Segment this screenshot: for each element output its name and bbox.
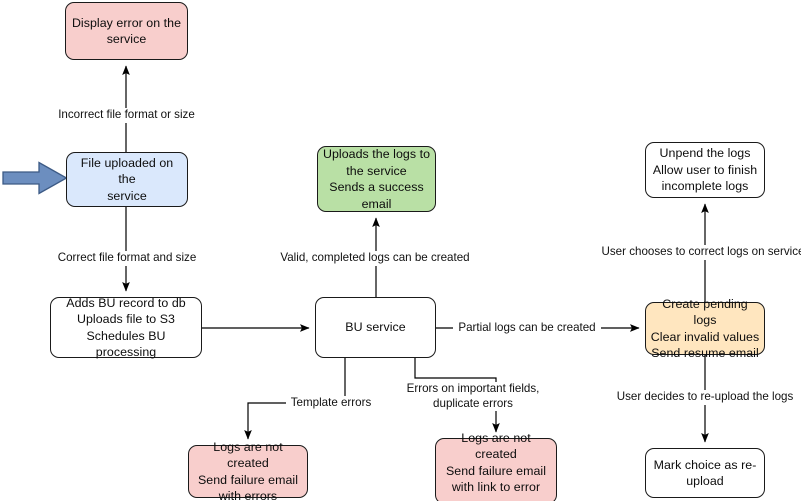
edge-label-correct-file-format: Correct file format and size: [46, 251, 208, 266]
node-bu-service[interactable]: BU service: [315, 297, 436, 358]
node-uploads-logs-success[interactable]: Uploads the logs to the service Sends a …: [317, 146, 436, 212]
node-unpend-logs[interactable]: Unpend the logs Allow user to finish inc…: [645, 142, 765, 198]
node-logs-not-created-with-errors[interactable]: Logs are not created Send failure email …: [188, 440, 308, 501]
node-display-error[interactable]: Display error on the service: [65, 2, 188, 60]
edge-label-partial-logs: Partial logs can be created: [453, 321, 601, 336]
edge-label-errors-important-fields: Errors on important fields, duplicate er…: [391, 382, 555, 411]
node-file-uploaded-on-service[interactable]: File uploaded on the service: [66, 152, 188, 207]
node-logs-not-created-error-summary[interactable]: Logs are not created Send failure email …: [435, 431, 557, 501]
entry-arrow-icon: [2, 161, 68, 195]
edge-label-template-errors: Template errors: [286, 396, 376, 411]
edge-label-valid-completed-logs: Valid, completed logs can be created: [268, 251, 482, 266]
node-create-pending-logs[interactable]: Create pending logs Clear invalid values…: [645, 297, 765, 360]
edge-label-incorrect-file-format: Incorrect file format or size: [44, 108, 209, 123]
edge-label-user-corrects-logs: User chooses to correct logs on service: [592, 245, 801, 260]
node-mark-choice-reupload[interactable]: Mark choice as re- upload: [645, 448, 765, 498]
node-adds-bu-record[interactable]: Adds BU record to db Uploads file to S3 …: [50, 296, 202, 359]
edge-label-user-decides-reupload: User decides to re-upload the logs: [607, 390, 801, 405]
